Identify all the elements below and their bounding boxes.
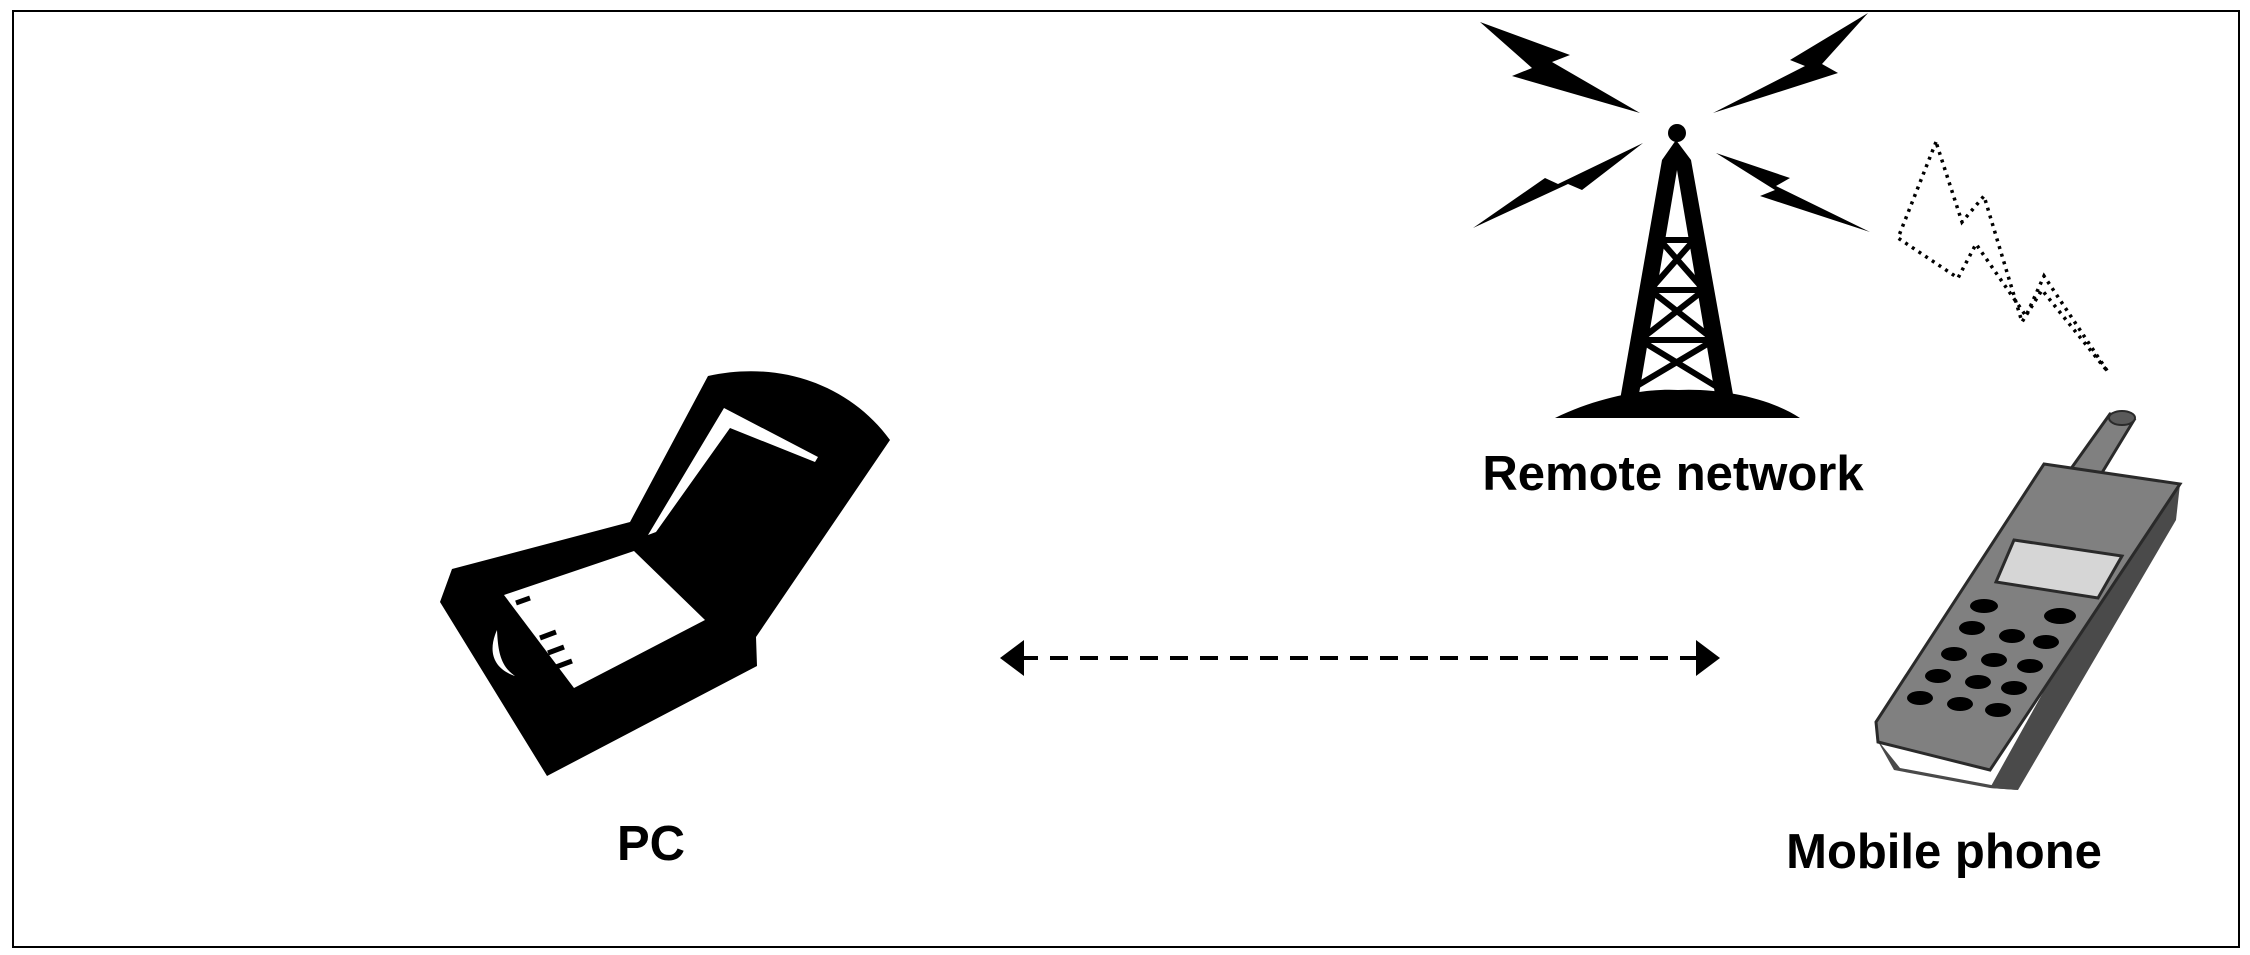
phone-key xyxy=(1959,621,1985,635)
phone-key xyxy=(1999,629,2025,643)
diagram-frame xyxy=(12,10,2240,948)
laptop-keyboard xyxy=(504,551,705,688)
laptop-key-ticks xyxy=(515,595,573,670)
pc-phone-connection xyxy=(1000,640,1720,676)
phone-key xyxy=(2033,635,2059,649)
phone-bottom xyxy=(1876,738,2018,790)
mobile-phone-icon xyxy=(1874,410,2183,790)
phone-face xyxy=(1874,462,2183,772)
phone-key xyxy=(2044,608,2076,624)
phone-key xyxy=(1941,647,1967,661)
phone-key xyxy=(1981,653,2007,667)
wireless-link-bolt-icon xyxy=(1895,136,2110,374)
phone-antenna-cap xyxy=(2108,410,2136,426)
laptop-icon xyxy=(440,371,890,776)
tower-antenna-tip xyxy=(1668,124,1686,142)
signal-bolt-upper-right-icon xyxy=(1713,13,1868,113)
signal-bolt-lower-right-icon xyxy=(1716,153,1870,232)
phone-key xyxy=(2001,681,2027,695)
phone-keypad xyxy=(1907,599,2076,717)
pc-label: PC xyxy=(617,817,685,871)
remote-network-label: Remote network xyxy=(1482,447,1864,501)
tower-ground xyxy=(1555,389,1800,418)
arrowhead-right-icon xyxy=(1696,640,1720,676)
phone-key xyxy=(2017,659,2043,673)
phone-side xyxy=(1990,482,2180,790)
signal-bolt-lower-left-icon xyxy=(1473,143,1643,228)
phone-key xyxy=(1985,703,2011,717)
phone-key xyxy=(1907,691,1933,705)
phone-key xyxy=(1965,675,1991,689)
signal-bolt-upper-left-icon xyxy=(1480,22,1640,113)
tower-lattice xyxy=(1628,237,1724,393)
laptop-screen-highlight xyxy=(648,408,818,535)
laptop-side-crescent xyxy=(492,630,515,676)
phone-key xyxy=(1970,599,1998,613)
phone-screen xyxy=(1993,538,2125,600)
phone-key xyxy=(1925,669,1951,683)
radio-tower-icon xyxy=(1473,13,1870,418)
mobile-phone-label: Mobile phone xyxy=(1786,825,2102,879)
laptop-lid xyxy=(440,371,890,776)
phone-key xyxy=(1947,697,1973,711)
arrowhead-left-icon xyxy=(1000,640,1024,676)
